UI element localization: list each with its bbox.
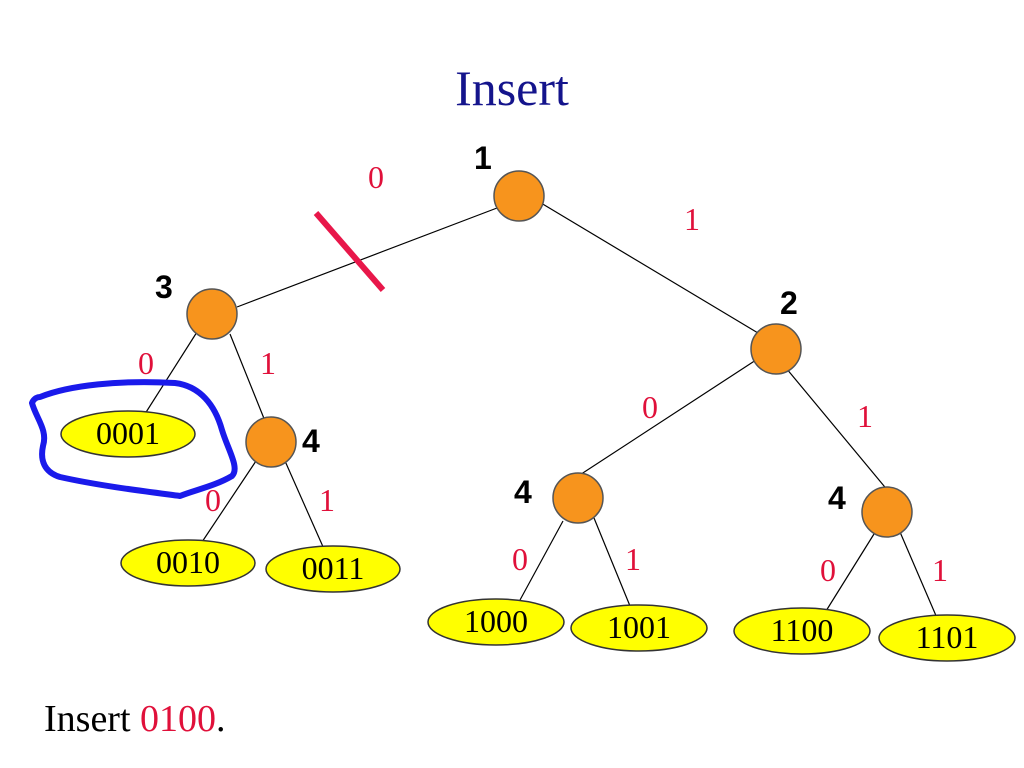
node-right xyxy=(750,323,802,375)
caption-suffix: . xyxy=(216,698,226,740)
leaf-0010: 0010 xyxy=(120,539,256,587)
node-number-right: 2 xyxy=(780,285,798,321)
leaf-1101: 1101 xyxy=(878,614,1016,662)
caption: Insert 0100. xyxy=(44,698,226,740)
edge-rl-left xyxy=(519,520,564,601)
edge-label-lr-right: 1 xyxy=(319,482,335,518)
node-number-root: 1 xyxy=(474,140,492,176)
edge-label-left-right: 1 xyxy=(260,345,276,381)
leaf-1000: 1000 xyxy=(427,598,565,646)
edge-label-rl-right: 1 xyxy=(625,541,641,577)
node-number-left-right: 4 xyxy=(302,423,320,459)
caption-value: 0100 xyxy=(140,698,216,740)
edge-labels: 0 1 0 1 0 1 0 1 0 1 0 1 xyxy=(138,159,948,588)
edge-label-left-leaf: 0 xyxy=(138,345,154,381)
edge-right-right xyxy=(785,367,890,493)
edge-label-root-left: 0 xyxy=(368,159,384,195)
internal-nodes xyxy=(186,170,913,538)
edge-label-root-right: 1 xyxy=(684,201,700,237)
tree-edges xyxy=(142,202,938,619)
edge-lr-right xyxy=(284,460,325,550)
node-right-left xyxy=(552,472,604,524)
leaf-label-1100: 1100 xyxy=(771,612,834,648)
node-right-right xyxy=(861,486,913,538)
edge-label-right-right: 1 xyxy=(857,398,873,434)
edge-right-left xyxy=(568,359,757,483)
cut-mark xyxy=(313,211,386,292)
edge-root-left xyxy=(236,207,498,308)
node-left-right xyxy=(245,416,297,468)
node-number-right-left: 4 xyxy=(514,474,532,510)
slide-title: Insert xyxy=(455,60,569,116)
edge-root-right xyxy=(540,202,759,334)
leaf-label-0001: 0001 xyxy=(96,415,160,451)
caption-prefix: Insert xyxy=(44,698,140,740)
leaf-nodes: 0001 0010 0011 1000 1001 1100 1101 xyxy=(60,410,1016,662)
edge-rr-right xyxy=(899,531,938,619)
edge-rl-right xyxy=(593,517,631,607)
edge-label-rl-left: 0 xyxy=(512,541,528,577)
leaf-0011: 0011 xyxy=(265,545,401,593)
leaf-label-0011: 0011 xyxy=(302,550,365,586)
node-number-left: 3 xyxy=(155,269,173,305)
node-root xyxy=(493,170,545,222)
node-left xyxy=(186,288,238,340)
edge-lr-left xyxy=(197,460,257,549)
leaf-label-1101: 1101 xyxy=(916,619,979,655)
hand-drawn-circle-mark xyxy=(29,379,238,499)
leaf-0001: 0001 xyxy=(60,410,196,458)
edge-label-lr-left: 0 xyxy=(205,482,221,518)
edge-label-rr-left: 0 xyxy=(820,552,836,588)
edge-left-right xyxy=(229,333,266,422)
leaf-label-0010: 0010 xyxy=(156,544,220,580)
edge-left-leaf xyxy=(142,331,198,418)
edge-label-rr-right: 1 xyxy=(932,552,948,588)
node-numbers: 1 3 2 4 4 4 xyxy=(155,140,846,516)
node-number-right-right: 4 xyxy=(828,480,846,516)
leaf-1001: 1001 xyxy=(570,604,708,652)
leaf-1100: 1100 xyxy=(733,607,871,655)
leaf-label-1001: 1001 xyxy=(607,609,671,645)
leaf-label-1000: 1000 xyxy=(464,603,528,639)
edge-label-right-left: 0 xyxy=(642,389,658,425)
edge-rr-left xyxy=(825,533,875,612)
